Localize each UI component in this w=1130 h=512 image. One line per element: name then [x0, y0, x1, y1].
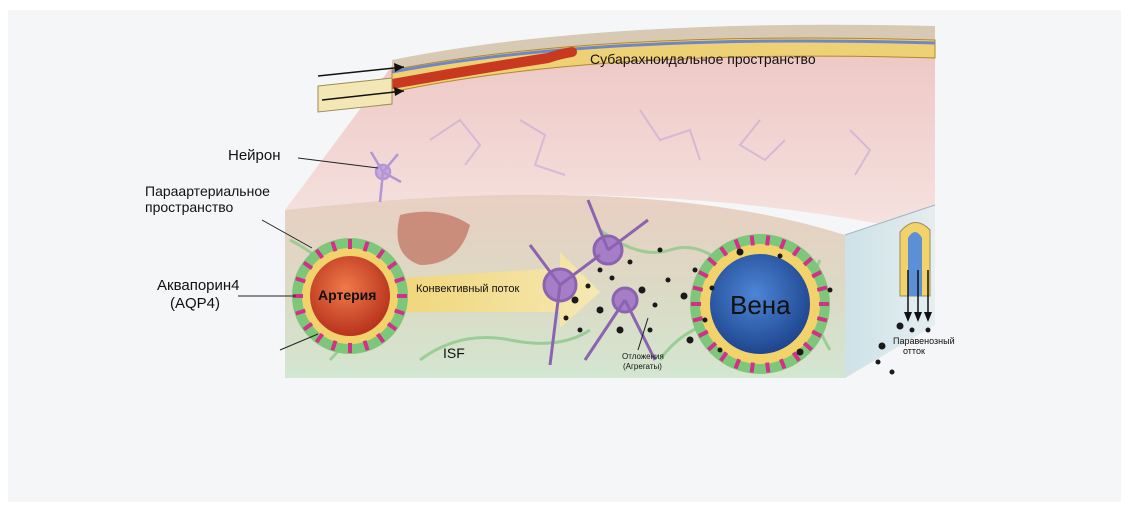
deposit-particle — [890, 370, 895, 375]
aquaporin-marker — [348, 343, 352, 353]
deposit-particle — [658, 248, 663, 253]
deposit-particle — [578, 328, 583, 333]
label-paraarterial-line2: пространство — [145, 199, 234, 215]
label-paravenous-line2: отток — [903, 346, 925, 356]
deposit-particle — [828, 288, 833, 293]
deposit-particle — [879, 343, 886, 350]
deposit-particle — [572, 297, 579, 304]
aquaporin-marker — [397, 294, 407, 298]
deposit-particle — [737, 249, 744, 256]
label-convective-flow: Конвективный поток — [416, 283, 519, 295]
label-aquaporin-line2: (AQP4) — [170, 295, 220, 312]
deposit-particle — [910, 328, 915, 333]
deposit-particle — [564, 316, 569, 321]
deposit-particle — [598, 268, 603, 273]
deposit-particle — [703, 318, 708, 323]
deposit-particle — [718, 348, 723, 353]
aquaporin-marker — [348, 239, 352, 249]
deposit-particle — [586, 284, 591, 289]
label-aquaporin-line1: Аквапорин4 — [157, 277, 240, 294]
aquaporin-marker — [691, 302, 701, 306]
deposit-particle — [681, 293, 688, 300]
deposit-particle — [610, 276, 615, 281]
label-neuron: Нейрон — [228, 147, 281, 164]
aquaporin-marker — [819, 302, 829, 306]
deposit-particle — [778, 254, 783, 259]
deposit-particle — [653, 303, 658, 308]
deposit-particle — [926, 328, 931, 333]
label-deposits-line2: (Агрегаты) — [623, 362, 662, 371]
label-deposits-line1: Отложения — [622, 352, 664, 361]
label-subarachnoid: Субарахноидальное пространство — [590, 51, 816, 67]
deposit-particle — [876, 360, 881, 365]
deposit-particle — [797, 349, 804, 356]
deposit-particle — [648, 328, 653, 333]
deposit-particle — [710, 286, 715, 291]
deposit-particle — [597, 307, 604, 314]
label-paravenous-line1: Паравенозный — [893, 336, 955, 346]
label-artery: Артерия — [318, 287, 376, 303]
deposit-particle — [639, 287, 646, 294]
deposit-particle — [693, 268, 698, 273]
label-paraarterial-line1: Параартериальное — [145, 183, 270, 199]
deposit-particle — [666, 278, 671, 283]
deposit-particle — [897, 323, 904, 330]
deposit-particle — [687, 337, 694, 344]
label-isf: ISF — [443, 345, 465, 361]
label-vein: Вена — [730, 290, 791, 320]
paravenous-outflow-tube — [900, 222, 930, 296]
deposit-particle — [628, 260, 633, 265]
deposit-particle — [617, 327, 624, 334]
